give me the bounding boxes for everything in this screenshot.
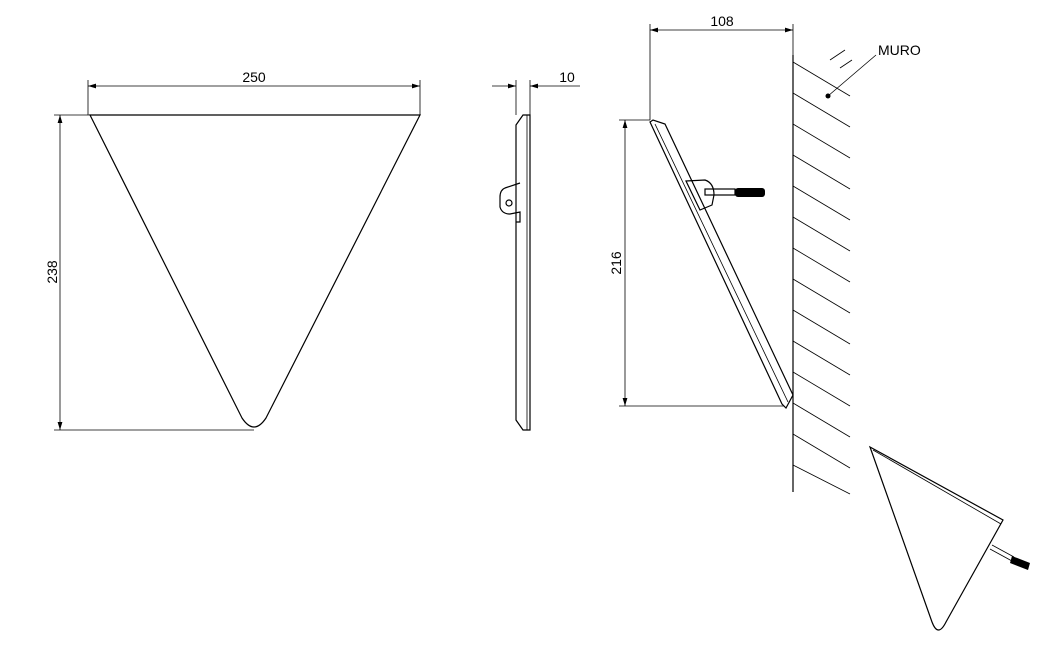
hatch-line bbox=[792, 433, 851, 469]
plate-section bbox=[649, 119, 794, 409]
wall-plug bbox=[1010, 556, 1030, 570]
plate-side bbox=[515, 114, 531, 431]
section-view: 108 216 MURO bbox=[608, 13, 921, 495]
wall-plug bbox=[735, 188, 765, 197]
height-dimension: 216 bbox=[608, 251, 624, 275]
perspective-view bbox=[868, 445, 1030, 631]
thickness-dimension: 10 bbox=[559, 69, 575, 85]
hatch-line bbox=[792, 402, 851, 438]
bracket bbox=[499, 182, 521, 223]
hatch-line bbox=[792, 154, 851, 190]
hatch-line bbox=[792, 92, 851, 128]
front-view: 250 238 bbox=[44, 69, 421, 431]
triangle-perspective bbox=[868, 445, 1004, 631]
triangle-outline bbox=[89, 114, 421, 428]
hatch-line bbox=[792, 340, 851, 376]
hatch-line bbox=[792, 61, 851, 97]
bracket bbox=[685, 179, 715, 211]
screw-shaft bbox=[704, 188, 736, 196]
wall-hatching bbox=[792, 61, 851, 495]
width-dimension: 250 bbox=[242, 69, 266, 85]
hatch-line bbox=[792, 464, 851, 495]
wall-label: MURO bbox=[878, 42, 921, 58]
hatch-line bbox=[792, 216, 851, 252]
hatch-line bbox=[792, 309, 851, 345]
hatch-line bbox=[792, 185, 851, 221]
height-dimension: 238 bbox=[44, 260, 60, 284]
depth-dimension: 108 bbox=[710, 13, 734, 29]
hatch-line bbox=[792, 278, 851, 314]
hatch-line bbox=[792, 123, 851, 159]
screw-hole bbox=[505, 199, 513, 207]
hatch-line bbox=[792, 247, 851, 283]
side-view: 10 bbox=[492, 69, 580, 431]
hatch-line bbox=[792, 371, 851, 407]
